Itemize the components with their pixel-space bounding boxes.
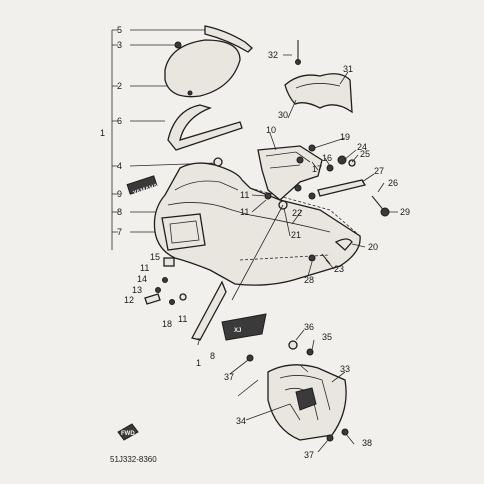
screw-35 [306, 348, 314, 356]
callout-2: 2 [117, 81, 122, 91]
yamaha-emblem [126, 175, 158, 195]
lower-inner-panel [191, 280, 227, 341]
callout-11-d: 11 [240, 207, 249, 217]
callout-16: 16 [322, 153, 332, 163]
callout-13: 13 [132, 285, 142, 295]
callout-28: 28 [304, 275, 314, 285]
cowling-inner-line [167, 180, 331, 233]
nut-28 [308, 254, 316, 262]
leader-lines-right [229, 54, 398, 453]
decal-stripe [221, 313, 267, 341]
grommet-36 [288, 340, 298, 350]
callout-19: 19 [340, 132, 350, 142]
callout-3: 3 [117, 40, 122, 50]
top-trim-strip [204, 25, 253, 53]
left-small-parts [144, 257, 187, 305]
screw-38 [341, 428, 349, 436]
callout-27: 27 [374, 166, 384, 176]
callout-5: 5 [117, 25, 122, 35]
callout-29: 29 [400, 207, 410, 217]
callout-25: 25 [360, 149, 370, 159]
callout-36: 36 [304, 322, 314, 332]
upper-cowling [153, 162, 361, 286]
screw-37b [326, 434, 334, 442]
callout-8-b: 8 [210, 351, 215, 361]
callout-11-c: 11 [240, 190, 249, 200]
callout-38: 38 [362, 438, 372, 448]
callout-20: 20 [368, 242, 378, 252]
callout-24: 24 [357, 142, 367, 152]
bolt-29 [380, 207, 390, 217]
callout-26: 26 [388, 178, 398, 188]
callout-18: 18 [162, 319, 172, 329]
callout-34: 34 [236, 416, 246, 426]
callout-15: 15 [150, 252, 160, 262]
callout-11-b: 11 [178, 314, 187, 324]
callout-32: 32 [268, 50, 278, 60]
callout-14: 14 [137, 274, 147, 284]
callout-31: 31 [343, 64, 353, 74]
screen-frame [167, 104, 243, 151]
damper-20 [334, 238, 353, 251]
callout-35: 35 [322, 332, 332, 342]
right-fasteners [264, 144, 356, 210]
headlight-opening [161, 213, 206, 251]
callout-11-a: 11 [140, 263, 149, 273]
callout-7: 7 [117, 227, 122, 237]
leader-lines-left [129, 29, 216, 233]
windscreen [164, 39, 241, 98]
callout-17: 17 [312, 164, 322, 174]
cowling-rod [317, 179, 367, 197]
screw-3 [174, 41, 182, 49]
mirror-cover-detail [295, 83, 341, 89]
windscreen-bolt [187, 90, 193, 96]
mirror-cover [284, 73, 353, 114]
callout-23: 23 [334, 264, 344, 274]
group-1-bracket [111, 29, 118, 250]
bottom-group-label: 1 [196, 358, 201, 368]
callout-4: 4 [117, 161, 122, 171]
callout-8: 8 [117, 207, 122, 217]
callout-37-a: 37 [224, 372, 234, 382]
callout-10: 10 [266, 125, 276, 135]
under-cowl-vent [295, 387, 317, 411]
front-badge-text: FWD [121, 431, 135, 437]
callout-37-b: 37 [304, 450, 314, 460]
callout-21: 21 [291, 230, 301, 240]
front-badge [117, 423, 139, 441]
callout-30: 30 [278, 110, 288, 120]
screw-37a [246, 354, 254, 362]
callout-9: 9 [117, 189, 122, 199]
group-1-label: 1 [100, 128, 105, 138]
figure-code: 51J332-8360 [110, 455, 157, 464]
bolt-32-head [295, 59, 301, 65]
stripe-text: XJ [234, 328, 241, 334]
callout-12: 12 [124, 295, 134, 305]
stay-ribs [265, 151, 311, 169]
callout-33: 33 [340, 364, 350, 374]
callout-22: 22 [292, 208, 302, 218]
headlight-inner [169, 220, 200, 244]
callout-6: 6 [117, 116, 122, 126]
callout-7-b: 7 [196, 337, 201, 347]
screw-23 [321, 253, 331, 265]
